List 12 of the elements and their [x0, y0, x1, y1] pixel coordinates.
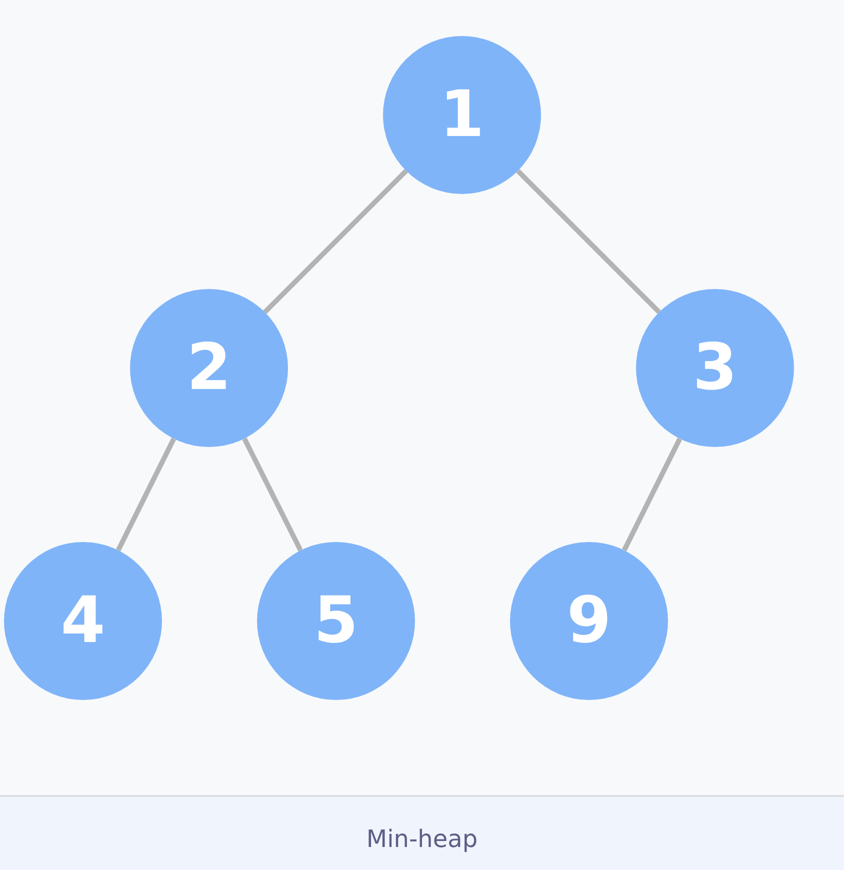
node-value: 4 [60, 589, 106, 653]
tree-edge [263, 169, 408, 314]
node-value: 3 [692, 336, 738, 400]
caption: Min-heap [365, 825, 479, 853]
tree-edge [622, 438, 682, 552]
node-value: 2 [186, 336, 232, 400]
node-value: 5 [314, 589, 358, 653]
node-value: 1 [440, 83, 484, 147]
tree-edge [116, 438, 176, 552]
tree-edge [516, 169, 661, 314]
tree-edge [242, 437, 303, 552]
node-value: 9 [566, 589, 612, 653]
